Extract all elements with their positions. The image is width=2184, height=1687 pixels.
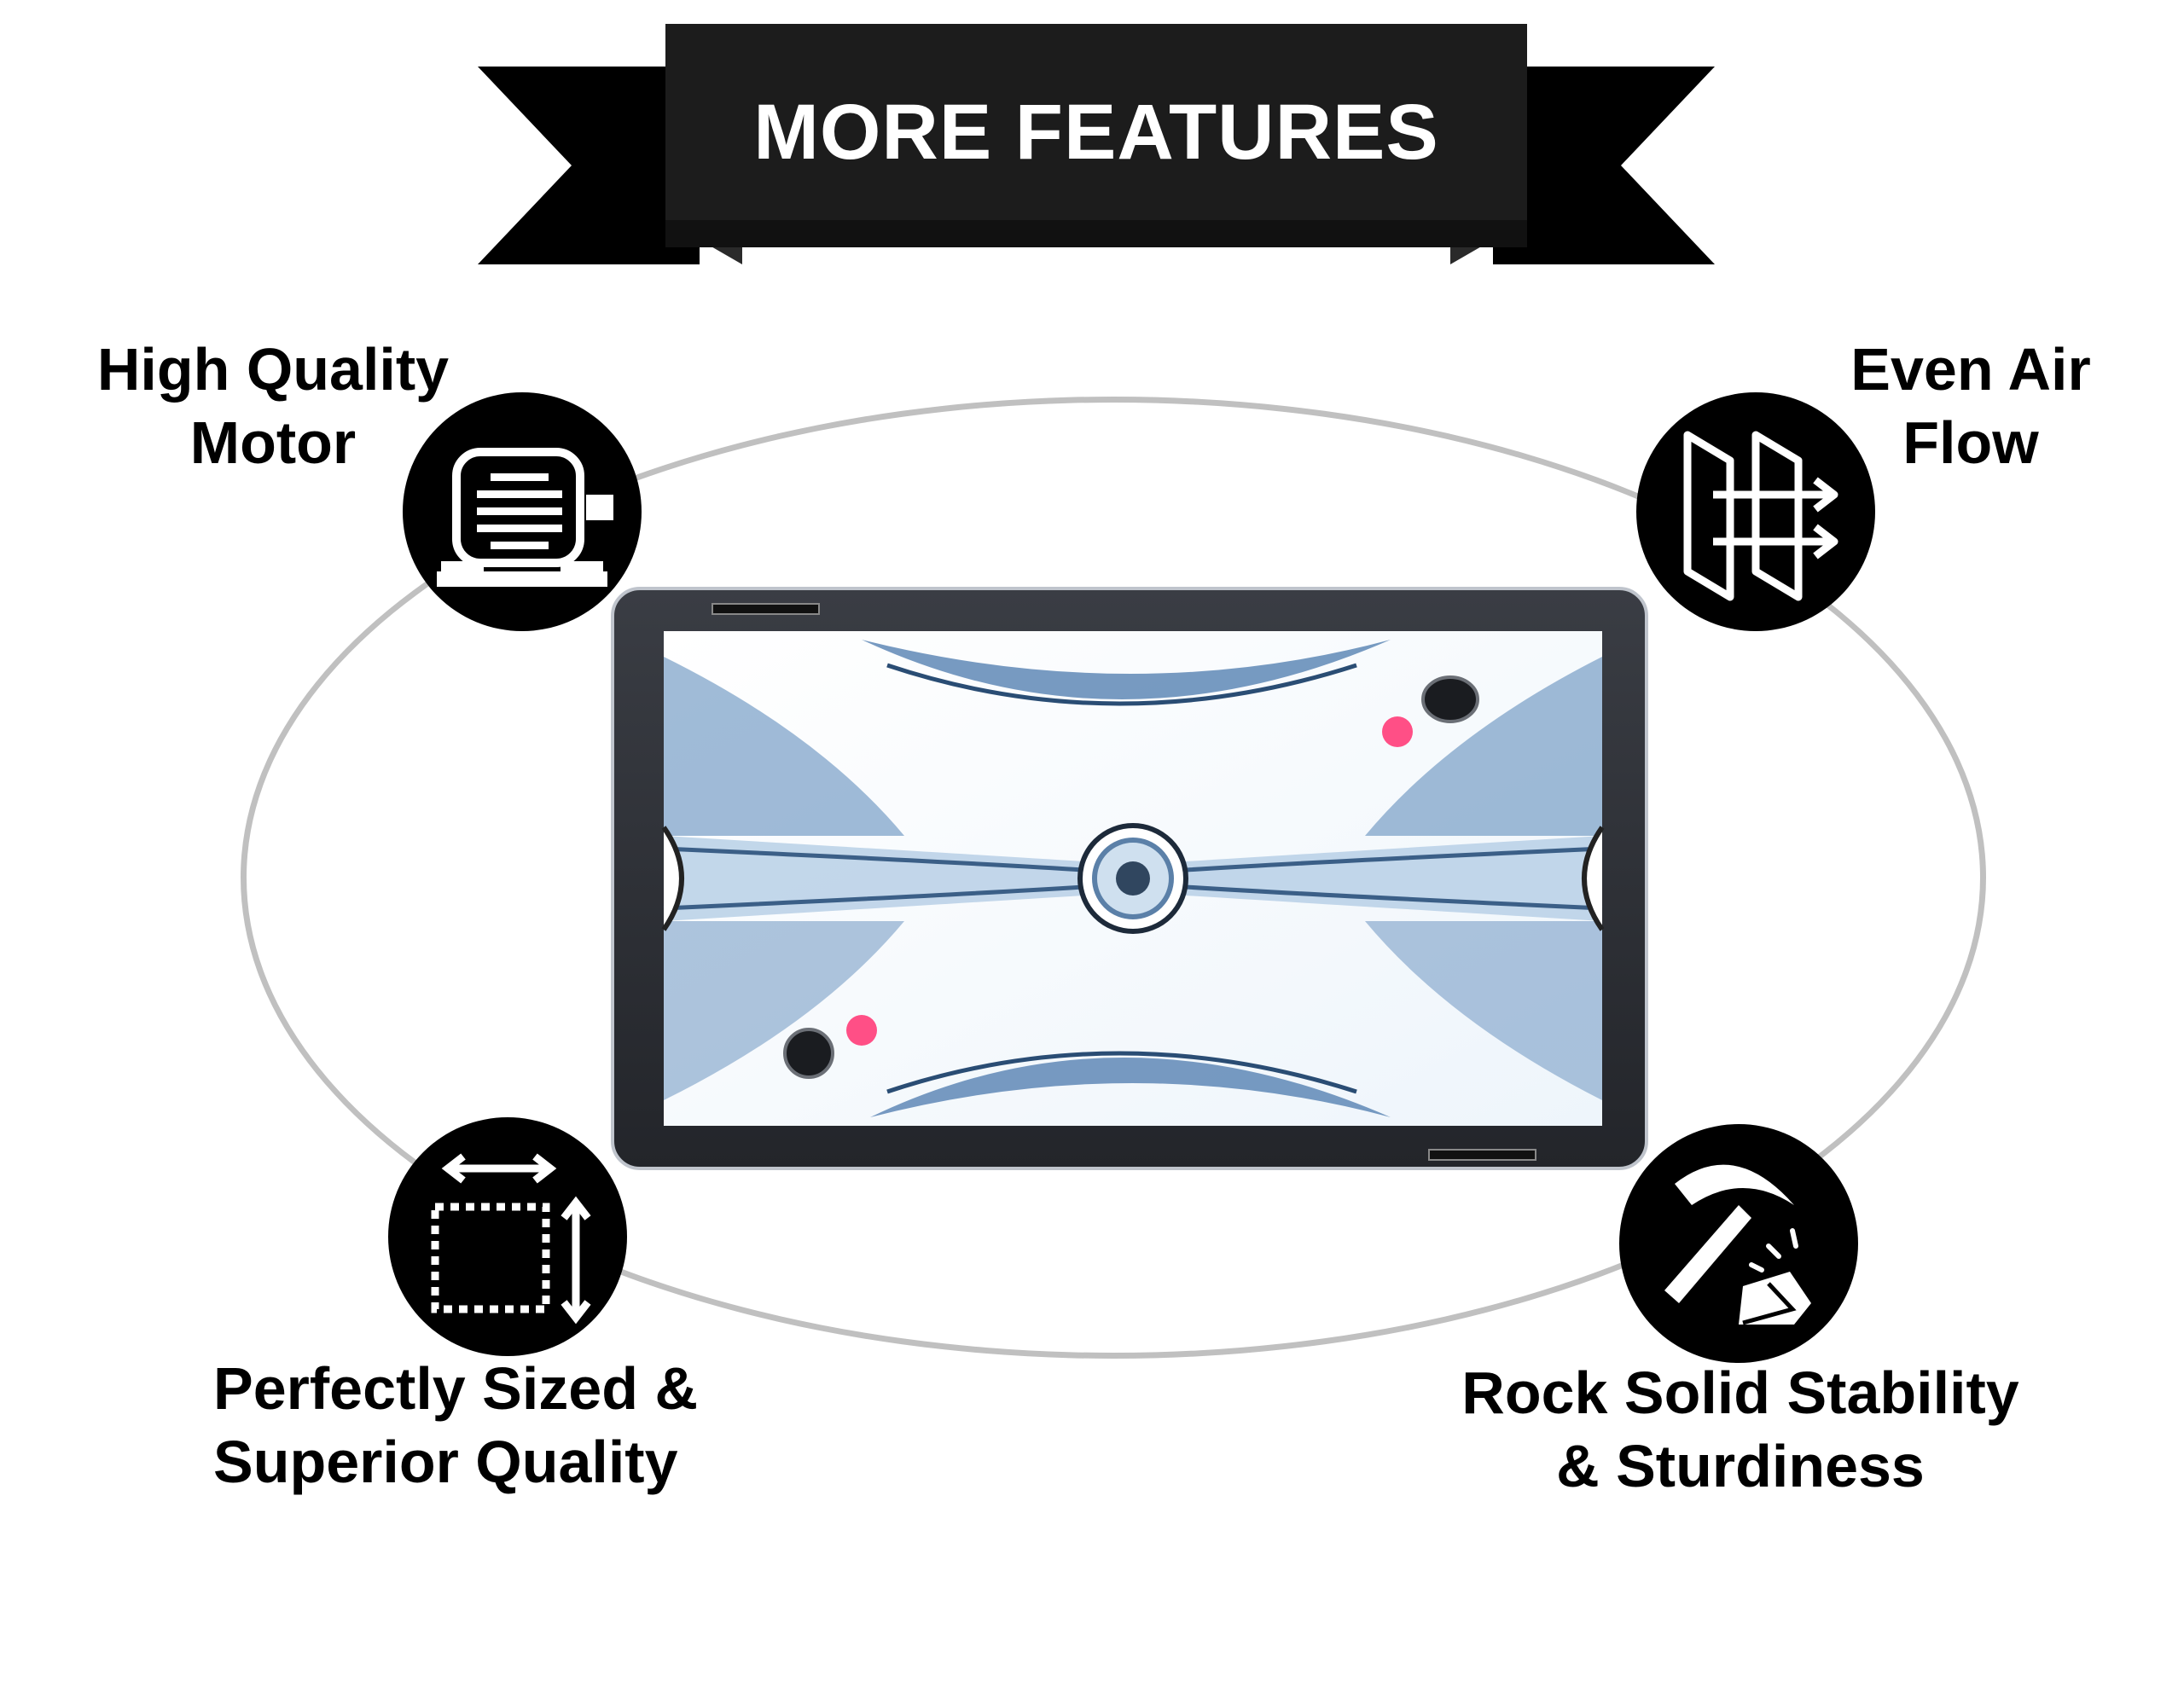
feature-label-airflow: Even Air Flow — [1826, 333, 2116, 479]
pickaxe-rock-icon — [1664, 1164, 1811, 1325]
banner-ribbon — [478, 24, 1715, 264]
feature-stability-line1: Rock Solid Stability — [1461, 1359, 2019, 1426]
mallet-bottom — [783, 1028, 834, 1079]
puck-bottom — [846, 1015, 877, 1046]
dimensions-icon-circle — [388, 1117, 627, 1356]
dimensions-icon — [431, 1153, 591, 1325]
motor-icon-circle — [403, 392, 642, 631]
pickaxe-icon-circle — [1619, 1124, 1858, 1363]
feature-stability-line2: & Sturdiness — [1556, 1433, 1925, 1499]
feature-airflow-line1: Even Air — [1850, 336, 2091, 403]
feature-motor-line1: High Quality — [96, 336, 450, 403]
feature-label-size: Perfectly Sized & Superior Quality — [213, 1352, 802, 1499]
page-title: MORE FEATURES — [753, 88, 1439, 176]
air-flow-icon — [1683, 431, 1838, 601]
feature-size-line2: Superior Quality — [213, 1429, 678, 1495]
feature-motor-line2: Motor — [189, 409, 357, 476]
air-flow-icon-circle — [1636, 392, 1875, 631]
motor-icon — [437, 448, 613, 587]
air-hockey-table — [611, 587, 1648, 1170]
feature-airflow-line2: Flow — [1902, 409, 2039, 476]
feature-label-motor: High Quality Motor — [68, 333, 478, 479]
mallet-top — [1421, 675, 1479, 723]
feature-size-line1: Perfectly Sized & — [213, 1355, 698, 1422]
feature-label-stability: Rock Solid Stability & Sturdiness — [1416, 1356, 2065, 1503]
oval-ring — [241, 397, 1986, 1359]
puck-top — [1382, 716, 1413, 747]
